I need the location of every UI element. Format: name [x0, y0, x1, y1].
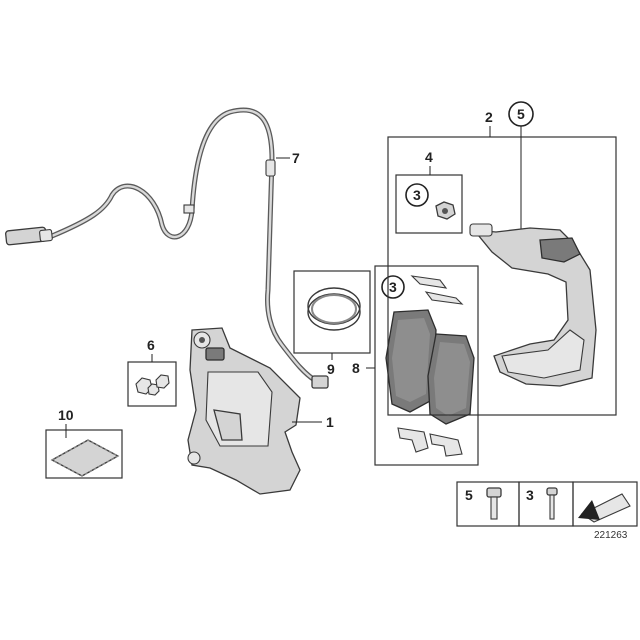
pad-spring-clips[interactable] [410, 275, 464, 305]
callout-7: 7 [292, 150, 300, 166]
piston-seal[interactable] [307, 287, 361, 331]
bolt-kit-parts[interactable] [135, 374, 170, 396]
callout-5-carrier: 5 [517, 106, 525, 122]
sensor-clip [183, 204, 195, 214]
callout-10: 10 [58, 407, 74, 423]
bolt-3-icon [546, 487, 558, 520]
callout-1: 1 [326, 414, 334, 430]
callout-4: 4 [425, 149, 433, 165]
legend-bolt-3-label: 3 [526, 487, 534, 503]
sensor-probe [311, 375, 329, 389]
brake-pads[interactable] [385, 309, 475, 425]
grease-packet[interactable] [50, 439, 120, 477]
callout-8: 8 [352, 360, 360, 376]
legend-bolt-5-label: 5 [465, 487, 473, 503]
wear-sensor-cable[interactable] [5, 107, 329, 389]
brake-pad-frame [374, 265, 479, 466]
callout-3-nut: 3 [413, 187, 421, 203]
carrier-frame [387, 136, 617, 416]
pad-retainer-clips[interactable] [397, 427, 463, 457]
sensor-connector-sleeve [39, 229, 53, 242]
direction-arrow-icon [578, 493, 631, 523]
caliper-carrier[interactable] [469, 223, 597, 387]
guide-nut[interactable] [435, 201, 456, 220]
callout-2: 2 [485, 109, 493, 125]
diagram-id: 221263 [594, 530, 628, 541]
callout-3-ring-nut [405, 183, 429, 207]
brake-caliper[interactable] [187, 327, 301, 495]
callout-3-clips: 3 [389, 279, 397, 295]
legend-arrow-cell [572, 481, 638, 527]
guide-nut-frame [395, 174, 463, 234]
grease-frame [45, 429, 123, 479]
callout-6: 6 [147, 337, 155, 353]
bolt-5-icon [486, 487, 502, 520]
callout-9: 9 [327, 361, 335, 377]
sensor-grommet [265, 159, 276, 177]
